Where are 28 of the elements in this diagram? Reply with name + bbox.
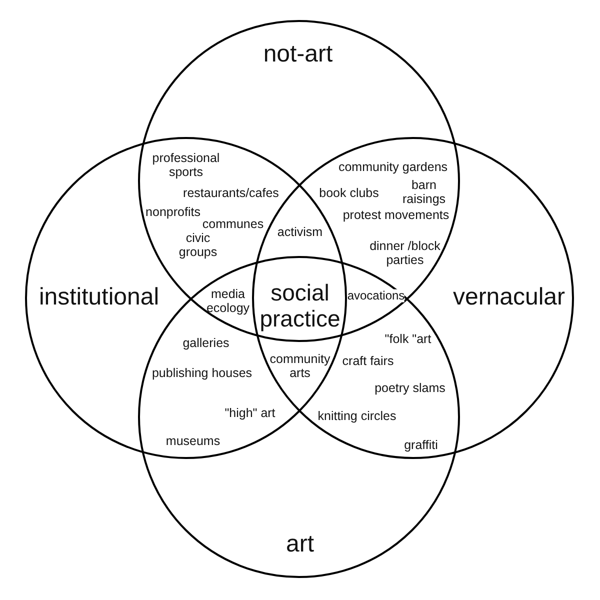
item-label: galleries [182,336,230,350]
item-label: graffiti [404,438,438,452]
item-label: restaurants/cafes [183,186,279,200]
set-label: institutional [38,284,160,312]
item-label: communes [202,217,264,231]
item-label: protest movements [342,208,450,222]
item-label: knitting circles [318,409,396,423]
item-label: community arts [268,352,332,380]
item-label: "high" art [224,406,276,420]
item-label: museums [166,434,220,448]
set-label: art [286,532,314,558]
item-label: nonprofits [146,205,200,219]
item-label: barn raisings [401,178,447,206]
item-label: dinner /block parties [368,239,442,267]
item-label: publishing houses [152,366,252,380]
item-label: activism [277,225,323,239]
set-label: not-art [263,42,333,68]
item-label: craft fairs [342,354,394,368]
set-label: vernacular [452,284,566,312]
item-label: avocations [347,289,405,303]
item-label: professional sports [151,151,221,179]
center-label: social practice [258,280,342,332]
item-label: book clubs [319,186,379,200]
item-label: poetry slams [374,381,446,395]
item-label: media ecology [205,287,251,315]
item-label: community gardens [338,160,448,174]
item-label: civic groups [178,231,218,259]
item-label: "folk "art [384,332,432,346]
